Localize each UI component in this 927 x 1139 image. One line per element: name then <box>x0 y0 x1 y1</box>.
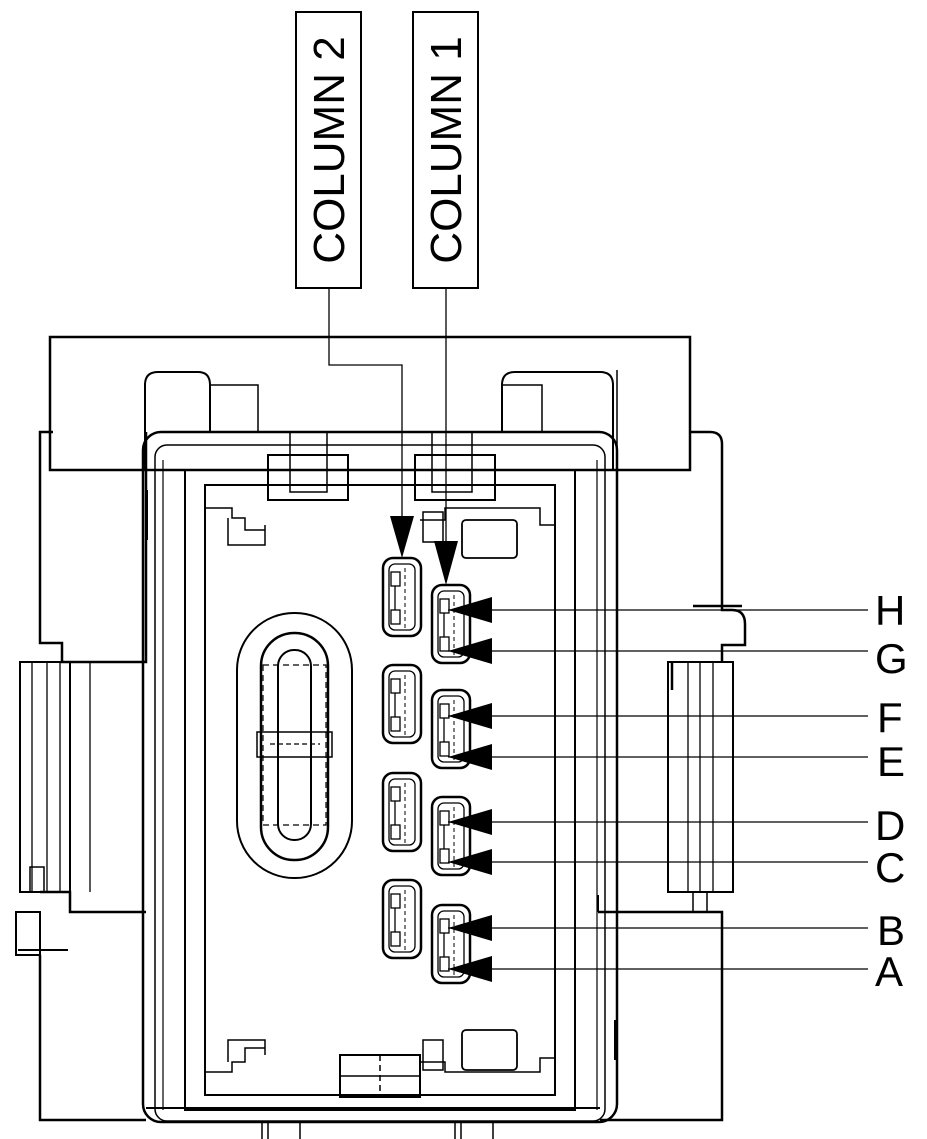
pin-a-arrow-icon <box>448 956 492 982</box>
connector-housing <box>15 335 747 1139</box>
pin-c-arrow-icon <box>448 849 492 875</box>
column-1-label-box <box>412 11 479 289</box>
column-1-label: COLUMN 1 <box>422 36 471 263</box>
pin-h-arrow-icon <box>448 597 492 623</box>
pin-d-arrow-icon <box>448 809 492 835</box>
pin-label-e: E <box>877 738 905 785</box>
pin-e-arrow-icon <box>448 744 492 770</box>
column-2-terminals <box>381 556 423 960</box>
pin-label-g: G <box>875 635 908 682</box>
pin-g-arrow-icon <box>448 638 492 664</box>
column-2-label-box <box>295 11 362 289</box>
column-1-arrow-icon <box>434 541 458 585</box>
pin-label-d: D <box>875 802 905 849</box>
column-1-callout: COLUMN 1 <box>412 11 479 585</box>
column-2-callout: COLUMN 2 <box>295 11 414 558</box>
pin-label-b: B <box>877 907 905 954</box>
pin-label-a: A <box>875 948 903 995</box>
pin-callouts: H G F E D C B A <box>448 587 908 995</box>
column-2-label: COLUMN 2 <box>305 36 354 263</box>
polarizing-oval <box>236 612 353 879</box>
pin-label-c: C <box>875 844 905 891</box>
column-2-arrow-icon <box>390 516 414 558</box>
pin-label-h: H <box>875 587 905 634</box>
pin-label-f: F <box>877 694 903 741</box>
pin-f-arrow-icon <box>448 703 492 729</box>
pin-b-arrow-icon <box>448 915 492 941</box>
